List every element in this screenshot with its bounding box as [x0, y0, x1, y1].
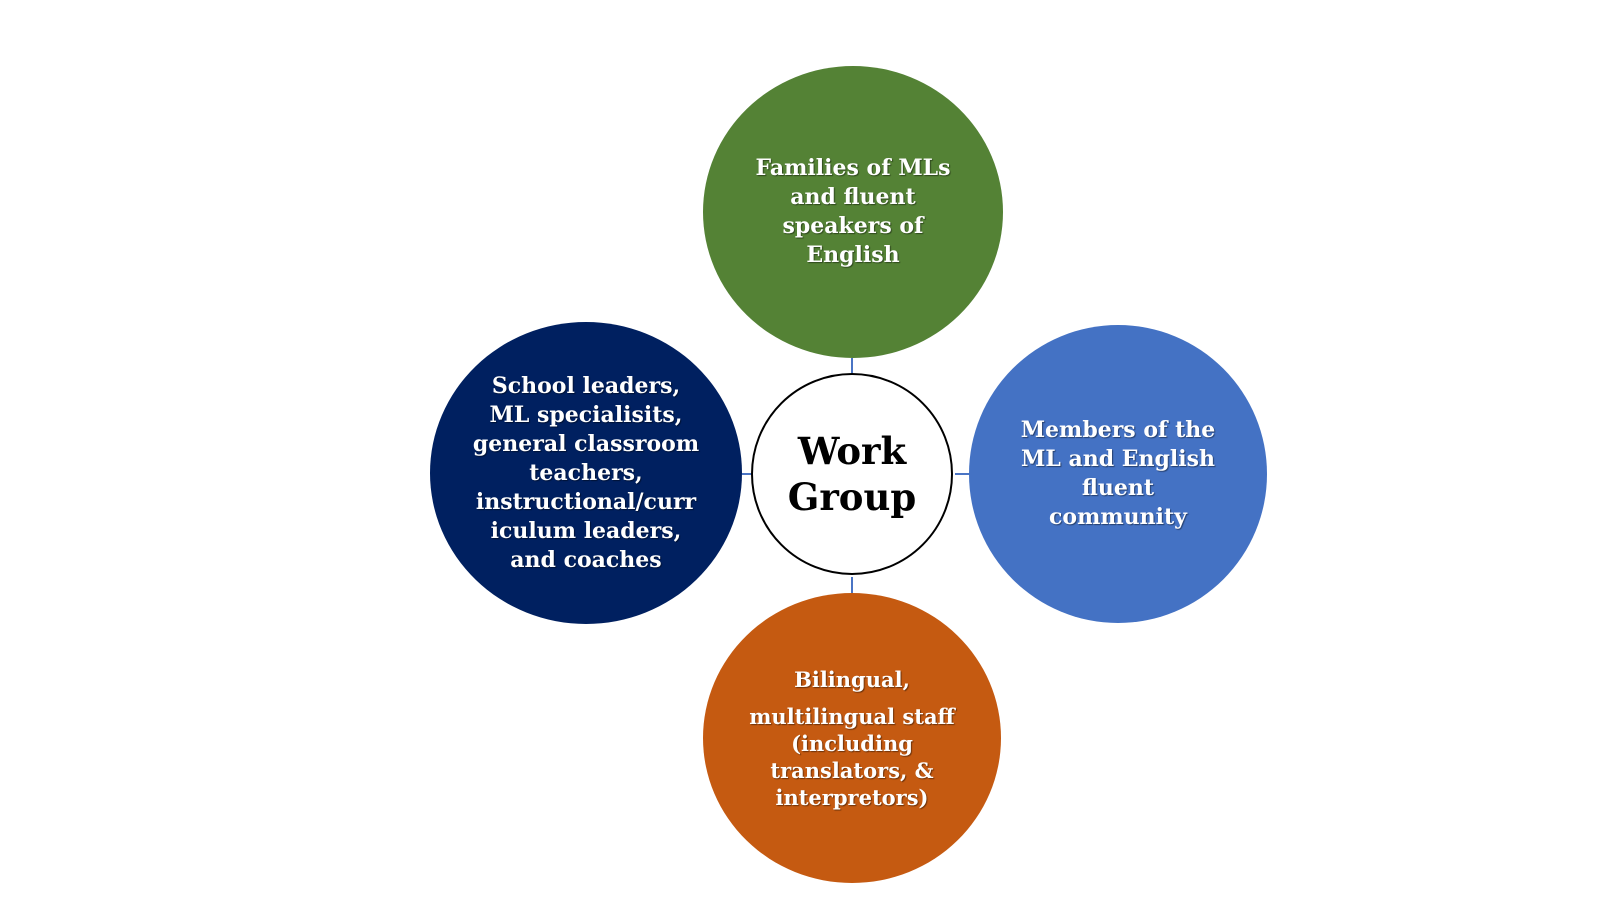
node-school-leaders-line-6: iculum leaders,: [490, 517, 682, 544]
node-multilingual-staff-label: Bilingual, multilingual staff (including…: [749, 666, 955, 811]
node-families-line-4: English: [806, 242, 900, 268]
node-families: Families of MLs and fluent speakers of E…: [703, 66, 1003, 358]
node-school-leaders-line-2: ML specialisits,: [489, 401, 683, 428]
center-work-group-label: Work Group: [788, 428, 917, 520]
node-community-members-line-4: community: [1049, 504, 1187, 530]
node-families-line-1: Families of MLs: [755, 155, 951, 181]
node-school-leaders-line-1: School leaders,: [491, 372, 681, 399]
node-community-members-line-2: ML and English: [1020, 446, 1215, 472]
node-school-leaders-line-5: instructional/curr: [475, 488, 697, 515]
node-school-leaders-line-3: general classroom: [472, 430, 700, 457]
node-school-leaders-label: School leaders, ML specialisits, general…: [473, 372, 699, 575]
node-school-leaders-line-7: and coaches: [510, 546, 662, 573]
center-work-group: Work Group: [751, 373, 953, 575]
node-community-members: Members of the ML and English fluent com…: [969, 325, 1267, 623]
node-multilingual-staff-line-4: translators, &: [770, 757, 934, 783]
node-families-line-2: and fluent: [790, 184, 916, 210]
node-multilingual-staff-line-2: multilingual staff: [749, 703, 955, 729]
node-multilingual-staff: Bilingual, multilingual staff (including…: [703, 593, 1001, 883]
node-community-members-line-3: fluent: [1081, 475, 1155, 501]
node-multilingual-staff-line-3: (including: [791, 730, 913, 756]
node-school-leaders-line-4: teachers,: [529, 459, 643, 486]
node-multilingual-staff-line-5: interpretors): [775, 784, 929, 810]
node-multilingual-staff-line-1: Bilingual,: [794, 666, 910, 692]
node-school-leaders: School leaders, ML specialisits, general…: [430, 322, 742, 624]
node-community-members-label: Members of the ML and English fluent com…: [1021, 416, 1216, 532]
node-community-members-line-1: Members of the: [1020, 417, 1216, 443]
center-label-line-1: Work: [797, 429, 907, 473]
center-label-line-2: Group: [787, 475, 917, 519]
node-families-label: Families of MLs and fluent speakers of E…: [755, 154, 950, 270]
node-families-line-3: speakers of: [782, 213, 924, 239]
